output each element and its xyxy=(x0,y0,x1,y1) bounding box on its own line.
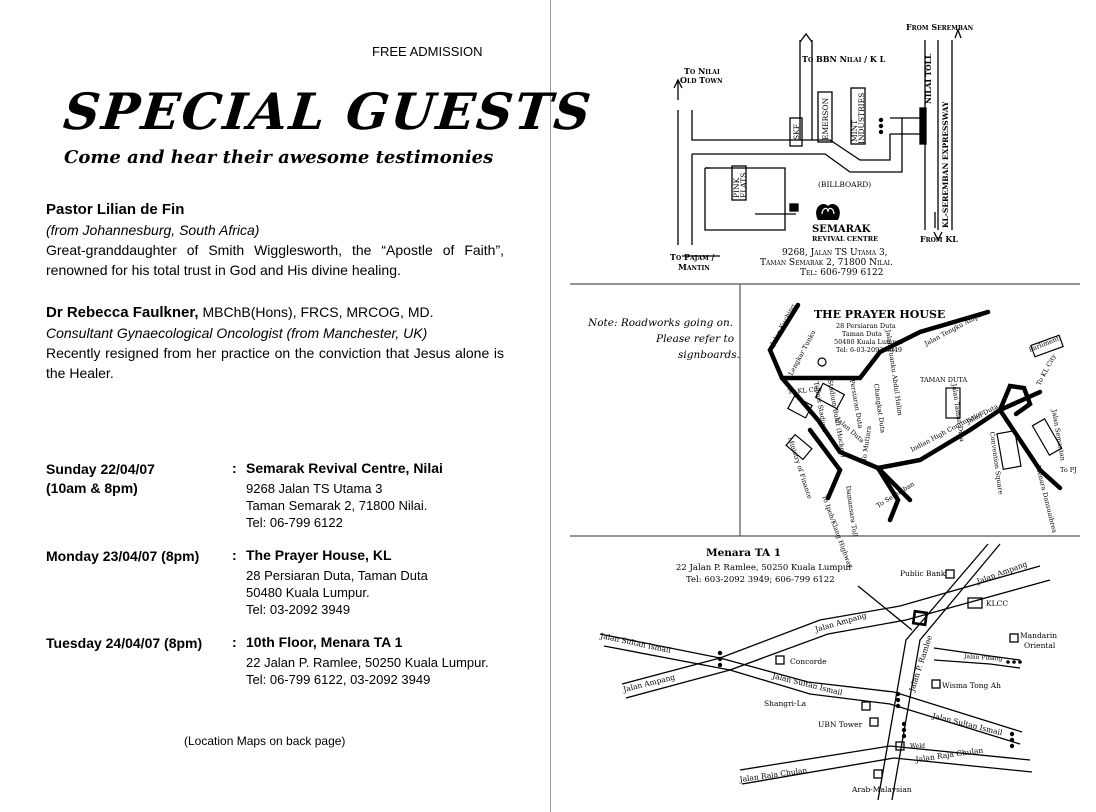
page-title: SPECIAL GUESTS xyxy=(60,82,596,141)
label-lengkar-tunku: Lengkar Tunku xyxy=(787,329,818,377)
label-jalan-pinang: Jalan Pinang xyxy=(963,653,1003,663)
guest-origin: Consultant Gynaecological Oncologist (fr… xyxy=(46,325,428,341)
label-to-kl-city: To KL City xyxy=(787,385,822,396)
event-when: Tuesday 24/04/07 (8pm) xyxy=(46,635,203,651)
label-revival: REVIVAL CENTRE xyxy=(812,235,878,243)
label-billboard: (BILLBOARD) xyxy=(818,180,871,189)
menara-title: Menara TA 1 xyxy=(706,547,781,559)
label-public-bank: Public Bank xyxy=(900,569,946,578)
label-to-pajam-2: Mantin xyxy=(678,262,710,272)
map1-tel: Tel: 606-799 6122 xyxy=(800,268,883,278)
prayer-house-title: THE PRAYER HOUSE xyxy=(814,308,945,321)
label-shangri: Shangri-La xyxy=(764,699,807,708)
label-jalan-ampang-c: Jalan Ampang xyxy=(813,611,868,635)
guest-desc: Great-granddaughter of Smith Wiggleswort… xyxy=(46,242,504,278)
label-mandarin-2: Oriental xyxy=(1024,641,1056,650)
map-menara xyxy=(599,543,1051,801)
label-semarak: SEMARAK xyxy=(812,224,871,235)
guest-1: Pastor Lilian de Fin (from Johannesburg,… xyxy=(46,200,504,280)
label-to-mutiara: To Mutiara xyxy=(860,425,873,462)
label-to-nilai-2: Old Town xyxy=(680,75,723,85)
note-roadworks-2: Please refer to xyxy=(655,333,734,345)
label-indian-high: Indian High Commission xyxy=(909,408,985,453)
prayer-house-line-3: 50480 Kuala Lumpur xyxy=(834,338,905,346)
page-divider xyxy=(550,0,551,812)
event-3: Tuesday 24/04/07 (8pm) : 10th Floor, Men… xyxy=(46,634,516,694)
label-to-pajam-1: To Pajam / xyxy=(670,252,715,262)
label-changkat-duta: Changkat Duta xyxy=(872,383,887,434)
label-jalan-kuching: Jalan Kuching xyxy=(768,303,797,348)
label-persiaran-duta: Persiaran Duta xyxy=(848,379,864,429)
label-from-seremban: From Seremban xyxy=(906,22,974,32)
label-klcc: KLCC xyxy=(986,599,1008,608)
map2-buildings xyxy=(785,334,1064,470)
event-address: 22 Jalan P. Ramlee, 50250 Kuala Lumpur.T… xyxy=(246,655,489,687)
event-venue: Semarak Revival Centre, Nilai xyxy=(246,460,443,476)
label-emerson: EMERSON xyxy=(821,97,830,140)
prayer-house-line-4: Tel: 6-03-2092 3949 xyxy=(836,346,902,354)
prayer-house-line-1: 28 Persiaran Duta xyxy=(836,322,896,330)
menara-address: 22 Jalan P. Ramlee, 50250 Kuala Lumpur xyxy=(676,563,853,573)
label-from-kl: From KL xyxy=(920,234,958,244)
label-weld: Weld xyxy=(910,743,925,750)
event-1: Sunday 22/04/07(10am & 8pm) : Semarak Re… xyxy=(46,460,516,530)
event-2: Monday 23/04/07 (8pm) : The Prayer House… xyxy=(46,547,516,617)
label-concorde: Concorde xyxy=(790,657,827,666)
guest-desc: Recently resigned from her practice on t… xyxy=(46,345,504,381)
label-parliment: Parliment xyxy=(1028,334,1061,354)
event-colon: : xyxy=(232,634,237,650)
label-mandarin-1: Mandarin xyxy=(1020,631,1057,640)
label-expressway: KL-SEREMBAN EXPRESSWAY xyxy=(941,101,950,228)
guest-origin: (from Johannesburg, South Africa) xyxy=(46,222,260,238)
label-to-nilai-1: To Nilai xyxy=(684,66,720,76)
label-nilai-toll: NILAI TOLL xyxy=(924,53,933,104)
map1-address-1: 9268, Jalan TS Utama 3, xyxy=(782,248,888,258)
label-jalan-taman-duta: Jalan Taman Duta xyxy=(950,382,966,442)
label-damansara: Damansara Toll xyxy=(844,485,859,537)
label-mint-1: MINT xyxy=(850,120,859,142)
label-wisma: Wisma Tong Ah xyxy=(942,681,1001,690)
note-roadworks-3: signboards. xyxy=(678,349,740,361)
note-roadworks-1: Note: Roadworks going on. xyxy=(587,317,733,329)
footer-note: (Location Maps on back page) xyxy=(184,734,346,748)
label-ministry-finance: Ministry of Finance xyxy=(786,436,814,500)
map-semarak xyxy=(673,28,962,257)
maps-panel: From Seremban To BBN Nilai / K L To Nila… xyxy=(570,22,1080,801)
label-mint-2: INDUSTRIES xyxy=(857,93,866,144)
event-when: Monday 23/04/07 (8pm) xyxy=(46,548,200,564)
map-prayer-house xyxy=(767,302,1063,523)
label-pink-2: FLATS xyxy=(739,173,748,198)
event-venue: 10th Floor, Menara TA 1 xyxy=(246,634,403,650)
label-pink-1: PINK xyxy=(732,177,741,198)
event-colon: : xyxy=(232,547,237,563)
traffic-light-dots xyxy=(717,650,1022,749)
page-subtitle: Come and hear their awesome testimonies xyxy=(64,147,494,168)
label-skf: SKF xyxy=(792,124,801,140)
menara-tel: Tel: 603-2092 3949; 606-799 6122 xyxy=(686,575,835,585)
semarak-logo-icon xyxy=(816,203,840,220)
label-jalan-ampang-r: Jalan Ampang xyxy=(975,559,1029,586)
label-to-bbn: To BBN Nilai / K L xyxy=(802,54,886,64)
label-ubn: UBN Tower xyxy=(818,720,863,729)
label-to-kl-city-2: To KL City xyxy=(1035,353,1058,387)
label-taman-duta: TAMAN DUTA xyxy=(920,376,967,384)
prayer-house-line-2: Taman Duta xyxy=(842,330,882,338)
map1-address-2: Taman Semarak 2, 71800 Nilai. xyxy=(760,258,893,268)
label-jalan-ampang-l: Jalan Ampang xyxy=(621,672,676,694)
event-venue: The Prayer House, KL xyxy=(246,547,392,563)
label-jalan-p-ramlee: Jalan P. Ramlee xyxy=(907,634,934,694)
free-admission: FREE ADMISSION xyxy=(372,44,483,59)
guest-name: Pastor Lilian de Fin xyxy=(46,201,185,218)
event-when: Sunday 22/04/07(10am & 8pm) xyxy=(46,461,155,496)
guest-credentials: MBChB(Hons), FRCS, MRCOG, MD. xyxy=(198,304,434,320)
guest-2: Dr Rebecca Faulkner, MBChB(Hons), FRCS, … xyxy=(46,302,504,383)
event-colon: : xyxy=(232,460,237,476)
label-arab-malaysian: Arab-Malaysian xyxy=(851,785,912,794)
guest-name: Dr Rebecca Faulkner, xyxy=(46,304,199,321)
label-to-pj: To PJ xyxy=(1060,466,1077,474)
toll-dots xyxy=(878,117,884,135)
